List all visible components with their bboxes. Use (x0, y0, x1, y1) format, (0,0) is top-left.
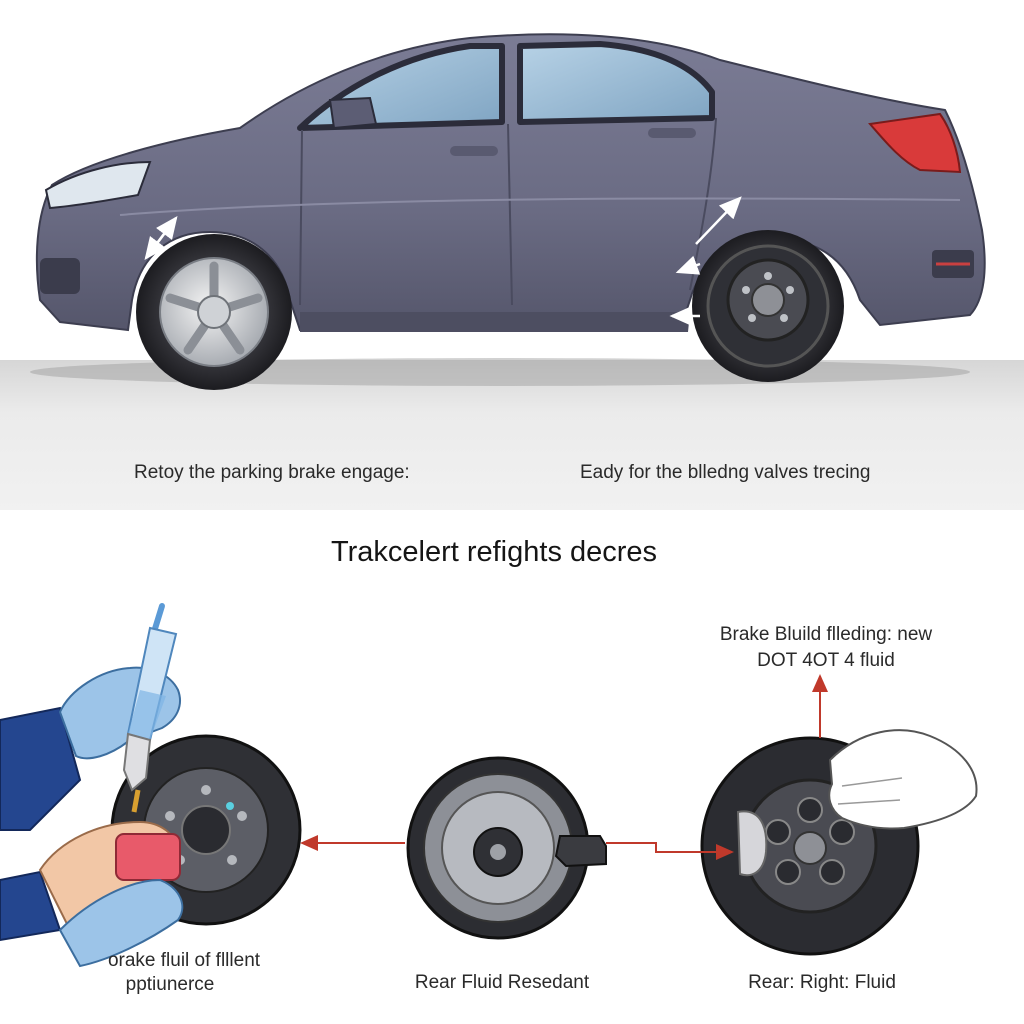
flow-arrows (300, 674, 828, 860)
right-caption: Eady for the blledng valves trecing (580, 462, 871, 483)
syringe-icon (122, 603, 178, 813)
step2-illustration (406, 756, 607, 940)
step1-caption-line2: pptiunerce (125, 974, 215, 995)
step2-caption: Rear Fluid Resedant (414, 972, 590, 993)
step1-illustration (0, 603, 302, 968)
left-caption: Retoy the parking brake engage: (134, 462, 410, 483)
car-side-view (35, 33, 986, 332)
rear-wheel-removed-rim (692, 230, 844, 382)
glove-icon (828, 729, 978, 830)
section-heading: Trakcelert refights decres (330, 536, 658, 568)
fluid-bottle-icon (115, 833, 181, 881)
caliper-icon (554, 835, 607, 868)
front-wheel (136, 234, 292, 390)
road-surface (0, 360, 1024, 510)
step3-illustration (700, 729, 978, 956)
car-direction-arrows (144, 196, 742, 326)
callout-line2: DOT 4OT 4 fluid (757, 650, 895, 671)
step1-caption-line1: orake fluil of flllent (107, 950, 261, 971)
step3-caption: Rear: Right: Fluid (748, 972, 896, 993)
callout-line1: Brake Bluild flleding: new (719, 624, 933, 645)
